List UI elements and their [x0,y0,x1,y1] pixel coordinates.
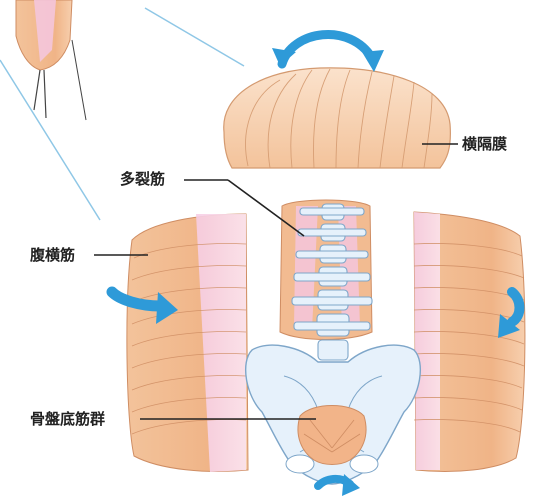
label-pelvic-floor: 骨盤底筋群 [30,410,105,428]
diaphragm-arrow-icon [272,34,384,72]
diaphragm [224,68,451,168]
transversus-abdominis-right [414,212,525,472]
transversus-abdominis-left [127,214,248,472]
label-transversus-abdominis: 腹横筋 [30,246,75,264]
pelvic-floor-muscles [298,406,366,465]
label-diaphragm: 横隔膜 [462,135,507,153]
label-multifidus: 多裂筋 [120,170,165,188]
